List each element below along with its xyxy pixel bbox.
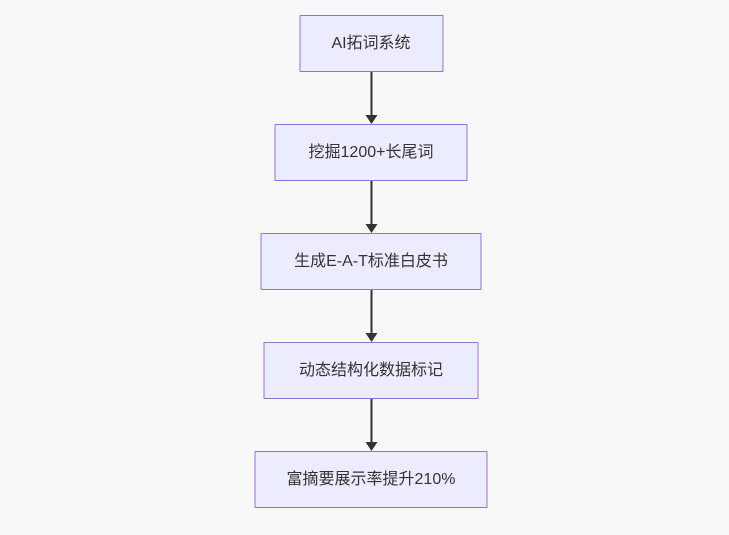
flow-arrow-4 [365,399,377,451]
flowchart-column: AI拓词系统 挖掘1200+长尾词 生成E-A-T标准白皮书 动态结构化数据标记 [254,15,488,508]
flow-node-label: 富摘要展示率提升210% [286,470,456,488]
arrow-line [370,290,372,333]
flow-node-label: AI拓词系统 [331,34,411,52]
flow-arrow-1 [365,72,377,124]
flow-node-eat-whitepaper: 生成E-A-T标准白皮书 [260,233,482,290]
flow-node-ai-keyword-system: AI拓词系统 [299,15,443,72]
flow-node-label: 生成E-A-T标准白皮书 [294,252,448,270]
arrowhead-down-icon [365,115,377,124]
flow-node-rich-snippet-result: 富摘要展示率提升210% [254,451,488,508]
arrow-line [370,181,372,224]
arrow-line [370,399,372,442]
arrowhead-down-icon [365,442,377,451]
flow-node-longtail-mining: 挖掘1200+长尾词 [274,124,468,181]
arrowhead-down-icon [365,224,377,233]
flow-arrow-3 [365,290,377,342]
flow-node-label: 挖掘1200+长尾词 [308,143,434,161]
flow-arrow-2 [365,181,377,233]
arrow-line [370,72,372,115]
flow-node-structured-data-markup: 动态结构化数据标记 [263,342,479,399]
arrowhead-down-icon [365,333,377,342]
flow-node-label: 动态结构化数据标记 [298,361,443,379]
